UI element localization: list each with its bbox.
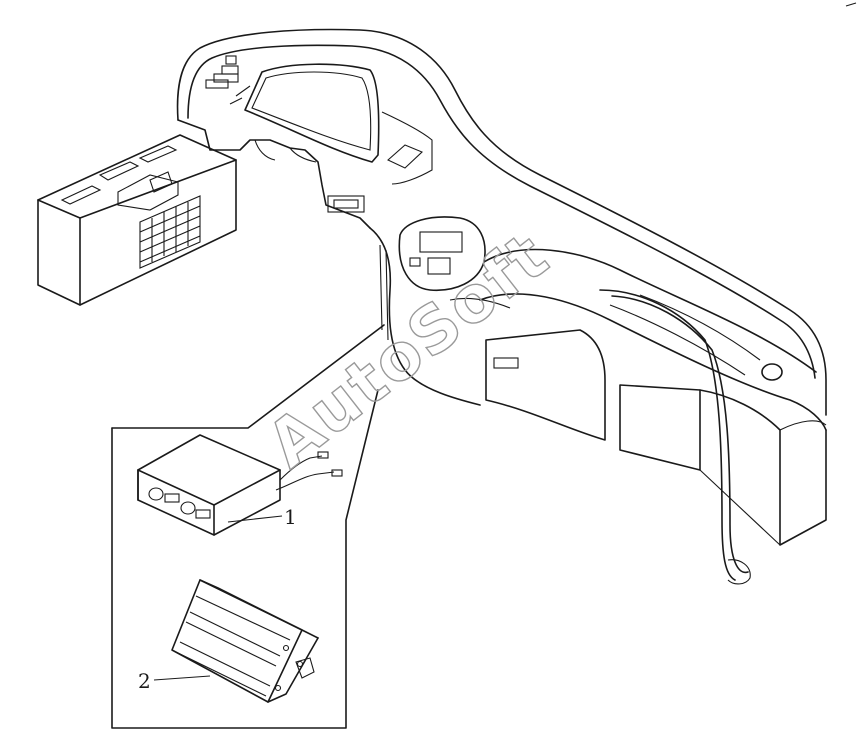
radio-wiring — [275, 455, 335, 491]
dash-knob — [761, 363, 783, 381]
glove-box — [485, 329, 606, 441]
speaker — [153, 579, 319, 703]
hvac-panel — [37, 134, 237, 306]
leader-line-1 — [227, 515, 283, 523]
cowl-vent — [387, 144, 423, 169]
callout-label-1: 1 — [284, 505, 297, 529]
radio-unit — [137, 434, 343, 536]
speaker-mount-tab — [295, 657, 315, 679]
dashboard-assembly — [176, 28, 827, 585]
radio-knob-right-icon — [180, 501, 196, 515]
cowl-switches — [205, 55, 239, 89]
antenna-cable — [599, 289, 736, 581]
hvac-grille — [139, 195, 201, 269]
callout-label-2: 2 — [138, 669, 151, 693]
dashboard-cowl — [176, 28, 827, 416]
callout-frame — [111, 324, 385, 729]
center-console — [369, 227, 481, 406]
watermark-text: AutoSoft — [254, 219, 563, 483]
corner-mark — [845, 2, 857, 7]
radio-knob-left-icon — [148, 487, 164, 501]
leader-line-2 — [153, 675, 211, 681]
instrument-cluster — [244, 63, 380, 163]
